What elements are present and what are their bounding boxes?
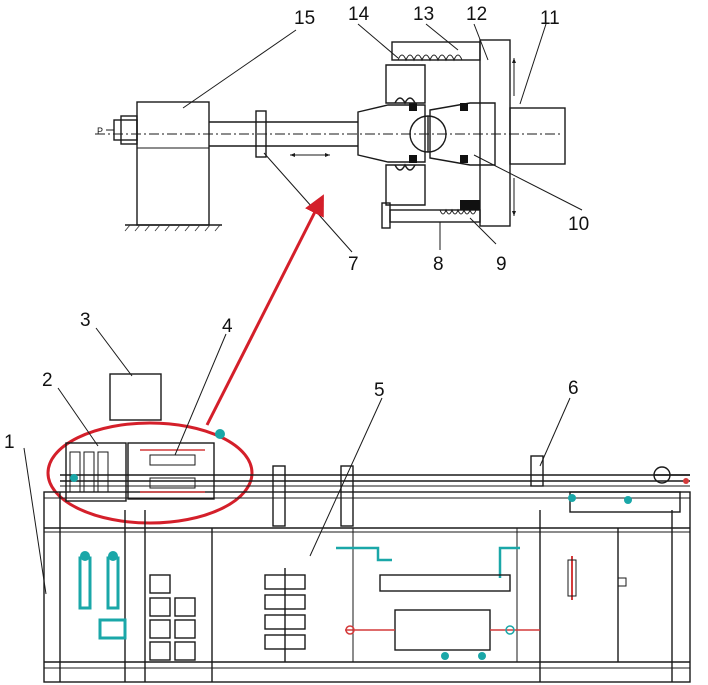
callout-13: 13 [413,4,434,25]
callout-9: 9 [496,254,507,275]
detail-view: P [95,39,566,232]
leader-lines-machine [23,327,571,595]
machine-view [43,373,691,683]
spindle-head [357,104,426,163]
callout-3: 3 [80,310,91,331]
callout-5: 5 [374,380,385,401]
bolt-8 [381,202,391,229]
callout-1: 1 [4,432,15,453]
callout-11: 11 [540,8,560,29]
callout-4: 4 [222,316,233,337]
callout-12: 12 [466,4,487,25]
callout-10: 10 [568,214,589,235]
hydraulic-unit-5 [352,527,518,663]
motor-3 [109,373,162,421]
highlight-arrow [205,194,324,426]
feed-unit-6 [569,491,681,513]
callout-2: 2 [42,370,53,391]
block-15 [136,101,210,226]
shaft-11 [509,107,566,165]
callout-14: 14 [348,4,370,25]
spindle-4 [127,442,215,500]
frame-1 [43,491,691,683]
highlight-ellipse [46,421,254,525]
callout-7: 7 [348,254,359,275]
collar-7 [255,110,267,158]
callout-8: 8 [433,254,444,275]
callout-15: 15 [294,8,315,29]
marker-p: P [97,126,103,136]
callout-6: 6 [568,378,579,399]
